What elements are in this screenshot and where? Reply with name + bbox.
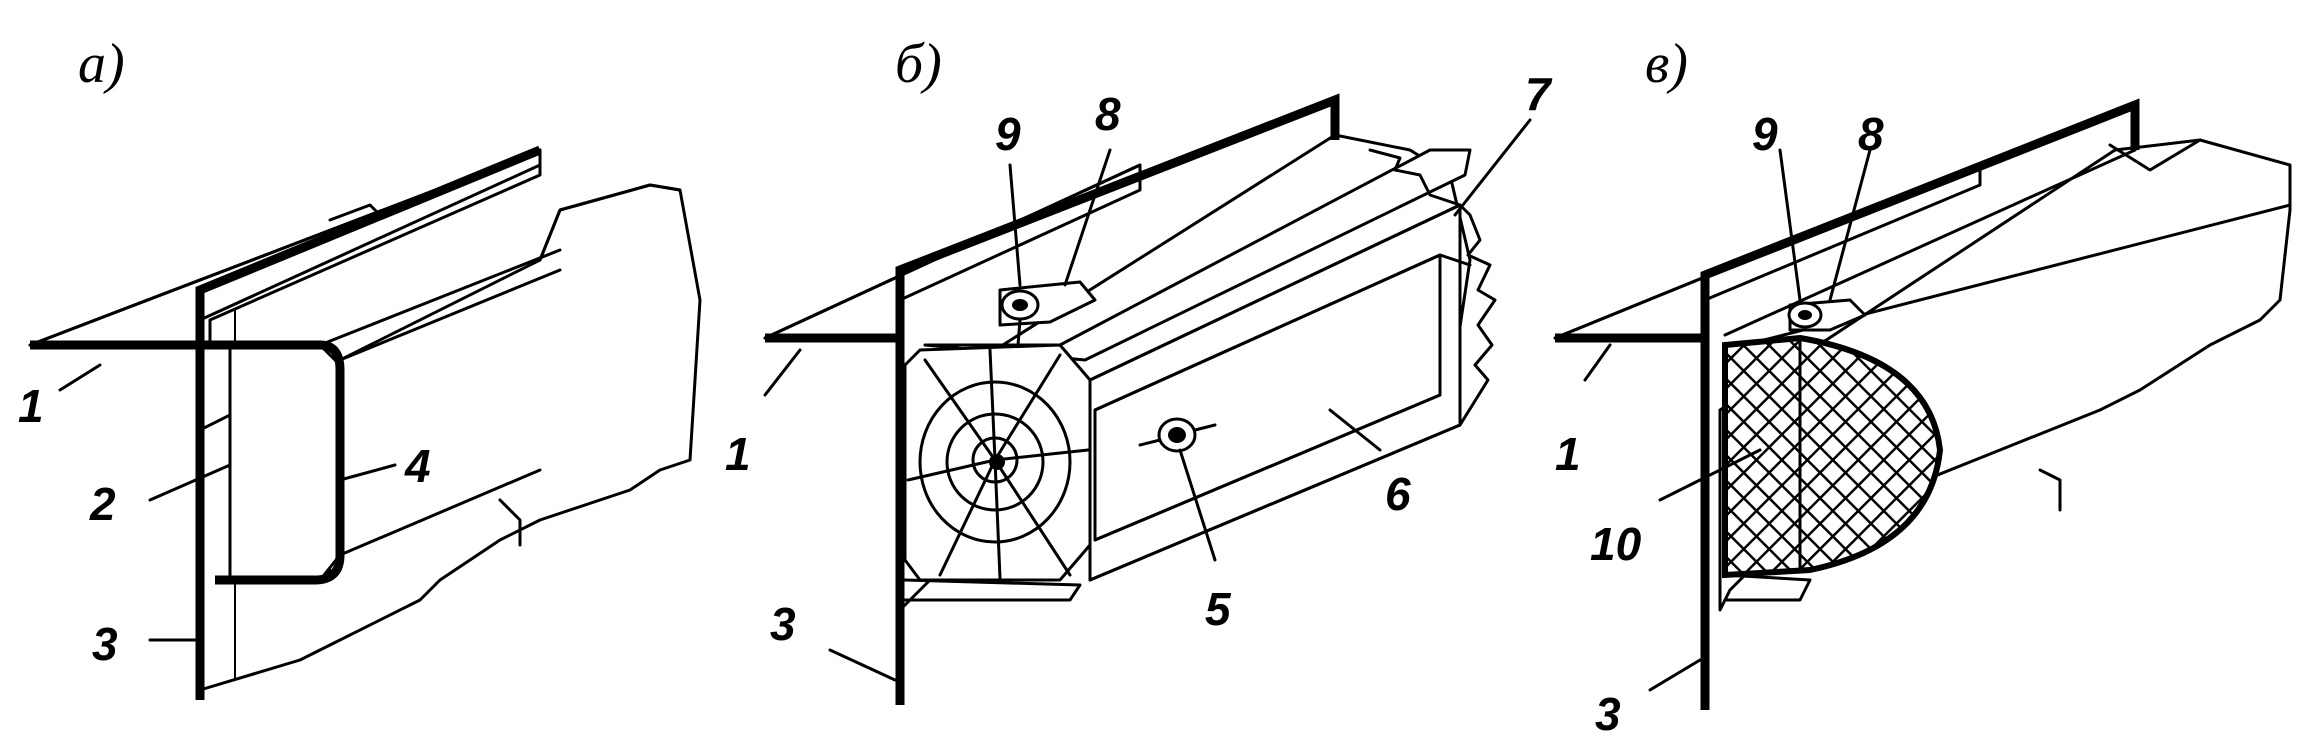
label-7: 7 bbox=[1525, 68, 1553, 120]
label-1: 1 bbox=[725, 428, 751, 480]
label-9: 9 bbox=[995, 108, 1021, 160]
panel-v-rubber-bumper bbox=[1722, 334, 1944, 579]
panel-b-heading: б) bbox=[895, 33, 942, 95]
panel-b: б) bbox=[725, 33, 1553, 705]
label-1: 1 bbox=[1555, 428, 1581, 480]
label-2: 2 bbox=[89, 478, 116, 530]
label-9: 9 bbox=[1752, 108, 1778, 160]
panel-a: а) 1 2 4 3 bbox=[18, 33, 702, 700]
panel-a-heading: а) bbox=[78, 33, 125, 95]
panel-a-vertical-plate bbox=[195, 145, 542, 700]
label-8: 8 bbox=[1858, 108, 1884, 160]
label-4: 4 bbox=[404, 440, 431, 492]
panel-v-vertical-plate bbox=[1700, 98, 2140, 710]
panel-b-growth-rings bbox=[906, 348, 1090, 580]
panel-b-break-line bbox=[1368, 148, 1497, 427]
panel-a-channel bbox=[30, 340, 345, 585]
label-1: 1 bbox=[18, 380, 44, 432]
label-6: 6 bbox=[1385, 468, 1411, 520]
label-3: 3 bbox=[770, 598, 796, 650]
panel-b-vertical-plate bbox=[895, 93, 1340, 705]
label-3: 3 bbox=[92, 618, 118, 670]
label-10: 10 bbox=[1590, 518, 1642, 570]
label-8: 8 bbox=[1095, 88, 1121, 140]
panel-v-heading: в) bbox=[1645, 33, 1688, 95]
label-3: 3 bbox=[1595, 688, 1621, 737]
panel-a-channel-body bbox=[228, 343, 342, 582]
panel-v: в) 1 10 3 9 8 bbox=[1553, 33, 2292, 737]
label-5: 5 bbox=[1205, 583, 1232, 635]
